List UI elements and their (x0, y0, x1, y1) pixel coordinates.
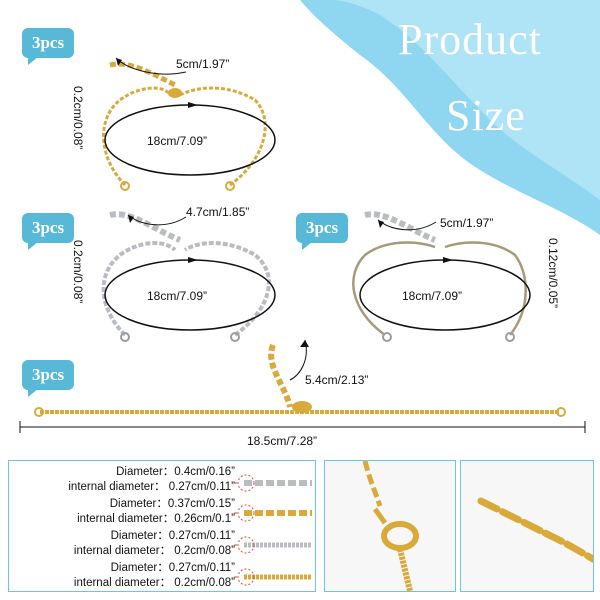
spec-3-internal: internal diameter： 0.2cm/0.08” (73, 545, 235, 557)
extender-chain-image (477, 497, 593, 563)
badge-gold-bracelet: 3pcs (22, 28, 74, 65)
box-length-arrow (359, 257, 531, 331)
chain-samples-image (234, 474, 312, 586)
gold-length-label: 18cm/7.09” (147, 134, 208, 148)
spec-4-diameter: Diameter：0.27cm/0.11” (110, 562, 235, 574)
lobster-clasp-image (362, 461, 419, 591)
badge-silver-bracelet: 3pcs (22, 213, 74, 250)
box-extender-label: 5cm/1.97” (440, 216, 494, 230)
gold-width-label: 0.2cm/0.08” (71, 86, 85, 150)
spec-2-diameter: Diameter：0.37cm/0.15” (109, 498, 235, 510)
gold-extender-arrow (115, 57, 187, 75)
silver-length-label: 18cm/7.09” (147, 289, 208, 303)
extender-photo-panel (460, 460, 594, 592)
long-chain-extender-label: 5.4cm/2.13” (305, 373, 369, 387)
long-chain-length-label: 18.5cm/7.28” (247, 434, 318, 448)
silver-length-arrow (104, 257, 276, 331)
spec-2-internal: internal diameter：0.26cm/0.1” (77, 513, 235, 525)
long-chain-image (19, 339, 586, 433)
gold-extender-label: 5cm/1.97” (176, 57, 230, 71)
spec-3-diameter: Diameter：0.27cm/0.11” (110, 530, 235, 542)
title-product: Product (398, 15, 542, 64)
spec-1-diameter: Diameter：0.4cm/0.16” (116, 466, 235, 478)
gold-bracelet-image (102, 61, 267, 191)
silver-extender-arrow (127, 214, 187, 226)
silver-extender-label: 4.7cm/1.85” (186, 205, 250, 219)
silver-width-label: 0.2cm/0.08” (71, 240, 85, 304)
box-width-label: 0.12cm/0.05” (546, 238, 560, 309)
spec-panel: Diameter：0.4cm/0.16” internal diameter： … (8, 460, 316, 592)
badge-long-chain: 3pcs (22, 360, 74, 397)
gold-length-arrow (104, 102, 276, 176)
box-bracelet-image (352, 211, 527, 342)
clasp-photo-panel (324, 460, 456, 592)
badge-box-bracelet: 3pcs (296, 213, 348, 250)
spec-4-internal: internal diameter： 0.2cm/0.08” (73, 577, 235, 589)
title-size: Size (446, 91, 526, 140)
box-extender-arrow (377, 219, 437, 231)
box-length-label: 18cm/7.09” (402, 289, 463, 303)
spec-1-internal: internal diameter： 0.27cm/0.11” (68, 481, 235, 493)
silver-bracelet-image (101, 211, 271, 342)
